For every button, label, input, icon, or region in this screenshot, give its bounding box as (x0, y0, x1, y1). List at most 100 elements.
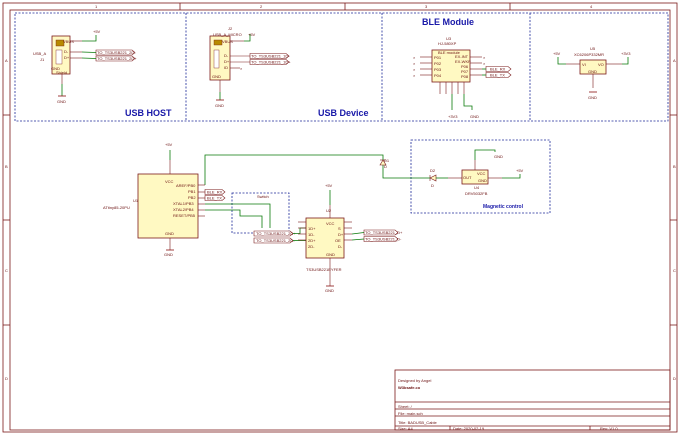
frame-row-b: B (5, 164, 8, 169)
u3-ref: U3 (446, 36, 452, 41)
u1-attiny85 (137, 160, 205, 250)
d1-ref: D1 (384, 158, 390, 163)
frame-row-d: D (5, 376, 8, 381)
u4-hall-sensor (448, 160, 502, 185)
u4-value: DRV5032FB (465, 191, 488, 196)
u1-pin-gnd: GND (165, 231, 174, 236)
frame-col-2: 2 (260, 4, 263, 9)
u1-pin-vcc: VCC (165, 179, 174, 184)
section-title-magnetic-control: Magnetic control (483, 204, 524, 210)
j1-pin-dp: D+ (64, 55, 70, 60)
j2-power-5v: +5V (248, 32, 256, 37)
u3-nc-4: × (413, 73, 416, 78)
u2-pin-2dp: 2D+ (308, 238, 316, 243)
u3-pin-p08: P08 (461, 74, 469, 79)
title-main: Title: BADUSB_Cable (398, 420, 438, 425)
u4-gnd: GND (494, 154, 503, 159)
u2-pin-dm: D- (338, 244, 343, 249)
j1-usb-a-connector (51, 35, 82, 84)
u3-header: BLE module (438, 50, 461, 55)
section-title-ble-module: BLE Module (422, 17, 474, 27)
u4-power-5v: +5V (516, 168, 524, 173)
u3-value: HJ-580XP (438, 41, 457, 46)
u2-pin-gnd: GND (326, 252, 335, 257)
u1-pin-xtal2-pb4: XTAL2/PB4 (173, 207, 194, 212)
j2-pin-gnd: GND (212, 74, 221, 79)
title-site: W3bsafe.co (398, 385, 421, 390)
u5-power-3v3: +3V3 (621, 51, 631, 56)
u3-pin-p01: P01 (434, 55, 442, 60)
top-sections-box (14, 12, 669, 122)
frame-row-b-right: B (673, 164, 676, 169)
u3-nc-6: × (483, 61, 486, 66)
magnetic-control-box (410, 139, 551, 214)
u2-pin-oe: OE (335, 238, 341, 243)
u3-pin-p07: P07 (461, 69, 469, 74)
u3-pin-ex-int: EX-INT (455, 54, 469, 59)
j1-pin-shield: Shield (56, 70, 67, 75)
u4-pin-out: OUT (463, 175, 472, 180)
u5-pin-gnd: GND (588, 69, 597, 74)
j2-pin-id: ID (224, 65, 228, 70)
u2-net-host-dp: TO_TS3USB221_2D+ (256, 231, 296, 236)
section-title-switch: Switch (257, 194, 269, 199)
frame-col-1: 1 (95, 4, 98, 9)
frame-row-a: A (5, 58, 8, 63)
frame-col-3: 3 (425, 4, 428, 9)
u1-power-5v: +5V (165, 142, 173, 147)
u3-nc-3: × (413, 67, 416, 72)
u3-power-3v3: +3V3 (448, 114, 458, 119)
j1-power-5v: +5V (93, 29, 101, 34)
u4-pin-vcc: VCC (477, 171, 486, 176)
u1-pin-pb1: PB1 (188, 189, 196, 194)
u2-power-5v: +5V (325, 183, 333, 188)
title-designed-by: Designed by Angel (398, 378, 431, 383)
u4-pin-gnd: GND (478, 178, 487, 183)
u3-pin-p06: P06 (461, 64, 469, 69)
u5-ldo-regulator (566, 59, 622, 88)
j1-gnd: GND (57, 99, 66, 104)
u2-net-dm: TO_TS3USB221_D- (365, 237, 402, 242)
frame-row-d-right: D (673, 376, 676, 381)
u1-ref: U1 (133, 198, 139, 203)
frame-ticks (3, 3, 677, 326)
u1-net-ble-rx: BLE_RX (207, 190, 223, 195)
net-ble-tx: BLE_TX (490, 73, 505, 78)
title-block (394, 369, 671, 431)
net-host-dp: TO_TS3USB221_2D+ (97, 56, 137, 61)
u5-gnd: GND (588, 95, 597, 100)
u1-gnd: GND (164, 252, 173, 257)
u3-ble-module (420, 49, 482, 94)
title-rev: Rev: V1.0 (600, 426, 618, 431)
title-sheet: Sheet: / (398, 404, 413, 409)
section-title-usb-device: USB Device (318, 108, 369, 118)
j2-pin-vbus: VBUS (222, 39, 233, 44)
net-ble-rx: BLE_RX (490, 67, 506, 72)
j1-pin-vbus: VBUS (63, 39, 74, 44)
j1-ref: J1 (40, 57, 45, 62)
j2-ref: J2 (228, 26, 233, 31)
u2-pin-1dm: 1D- (308, 232, 315, 237)
j2-id-noconnect: × (240, 66, 243, 71)
j2-pin-dm: D- (224, 53, 229, 58)
title-date: Date: 2020-02-19 (453, 426, 485, 431)
u5-power-5v: +5V (553, 51, 561, 56)
u1-pin-aref-pb0: AREF/PB0 (176, 183, 196, 188)
u3-pin-p02: P02 (434, 61, 442, 66)
net-dev-dp: TO_TS3USB221_1D+ (251, 60, 291, 65)
section-title-usb-host: USB HOST (125, 108, 172, 118)
frame-row-c: C (5, 268, 8, 273)
d2-value: D (431, 183, 434, 188)
j2-pin-dp: D+ (224, 59, 230, 64)
title-file: File: main.sch (398, 411, 423, 416)
j1-pin-gnd: GND (51, 66, 60, 71)
u2-pin-s: S (338, 226, 341, 231)
j1-value: USB_A (33, 51, 46, 56)
u1-pin-reset-pb5: RESET/PB5 (173, 213, 196, 218)
u1-net-ble-tx: BLE_TX (207, 196, 222, 201)
u4-ref: U4 (474, 185, 480, 190)
u2-pin-2dm: 2D- (308, 244, 315, 249)
d1-value: D (384, 164, 387, 169)
